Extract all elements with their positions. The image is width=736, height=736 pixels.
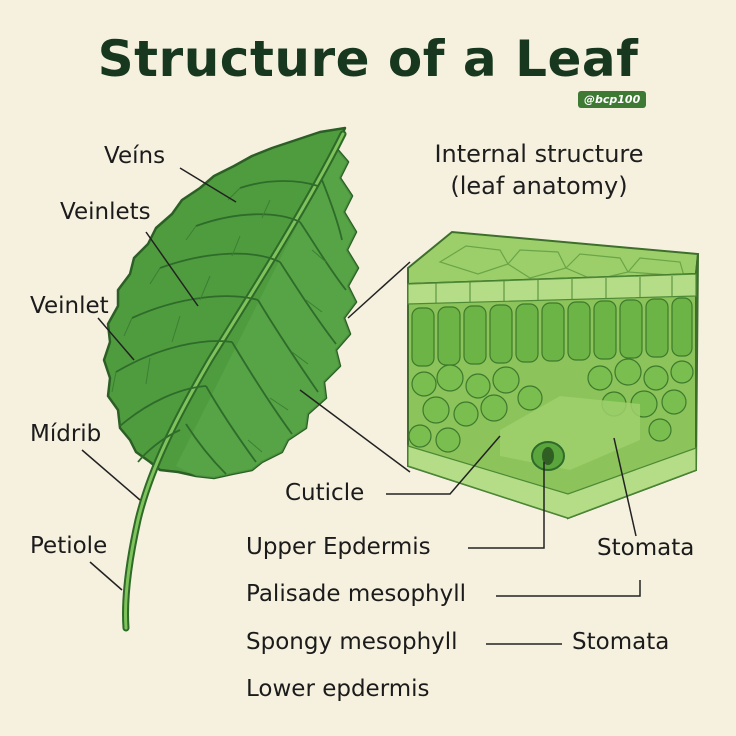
pointer-veinlet	[97, 317, 135, 361]
palisade-cells	[411, 297, 693, 367]
cross-section	[407, 230, 700, 520]
upper-epidermis-band	[407, 273, 697, 305]
pointer-leaf-to-section	[347, 261, 411, 319]
subtitle-line-1: Internal structure	[434, 140, 644, 168]
label-midrib: Mídrib	[30, 421, 102, 447]
label-stomata-right: Stomata	[597, 535, 695, 561]
pointer-veinlets	[145, 231, 199, 307]
label-veinlets: Veinlets	[60, 199, 151, 225]
label-spongy-mesophyll: Spongy mesophyll	[246, 629, 458, 655]
subtitle: Internal structure (leaf anatomy)	[405, 138, 673, 202]
label-upper-epidermis: Upper Epdermis	[246, 534, 431, 560]
veinlet-network	[111, 187, 327, 453]
stoma	[531, 441, 565, 471]
label-veins: Veíns	[104, 143, 166, 169]
midrib-highlight	[124, 132, 345, 630]
label-veinlet: Veinlet	[30, 293, 109, 319]
label-lower-epidermis: Lower epdermis	[246, 676, 430, 702]
pointer-stomata-right	[613, 437, 637, 537]
subtitle-line-2: (leaf anatomy)	[450, 172, 628, 200]
pointer-midrib	[81, 449, 141, 501]
pointer-petiole	[89, 561, 123, 591]
pointer-palisade	[496, 580, 641, 597]
label-petiole: Petiole	[30, 533, 108, 559]
epidermis-cell-walls	[435, 276, 673, 303]
lateral-veins	[115, 179, 347, 475]
pointer-cuticle	[386, 435, 501, 495]
label-palisade-mesophyll: Palisade mesophyll	[246, 581, 467, 607]
leaf-highlight	[176, 130, 358, 478]
pointer-veins	[179, 167, 237, 203]
watermark-badge: @bcp100	[578, 91, 647, 108]
spongy-cells	[408, 358, 694, 453]
label-cuticle: Cuticle	[285, 480, 365, 506]
pointer-upper-epidermis	[468, 462, 545, 549]
leaf-pointer-lines	[81, 167, 237, 591]
section-pointer-lines	[299, 261, 641, 645]
lower-epidermis-band	[407, 445, 697, 519]
page-title: Structure of a Leaf	[97, 30, 639, 88]
label-stomata-bottom: Stomata	[572, 629, 670, 655]
leaf-illustration	[102, 126, 360, 632]
pointer-leaf-to-section-2	[299, 389, 411, 473]
